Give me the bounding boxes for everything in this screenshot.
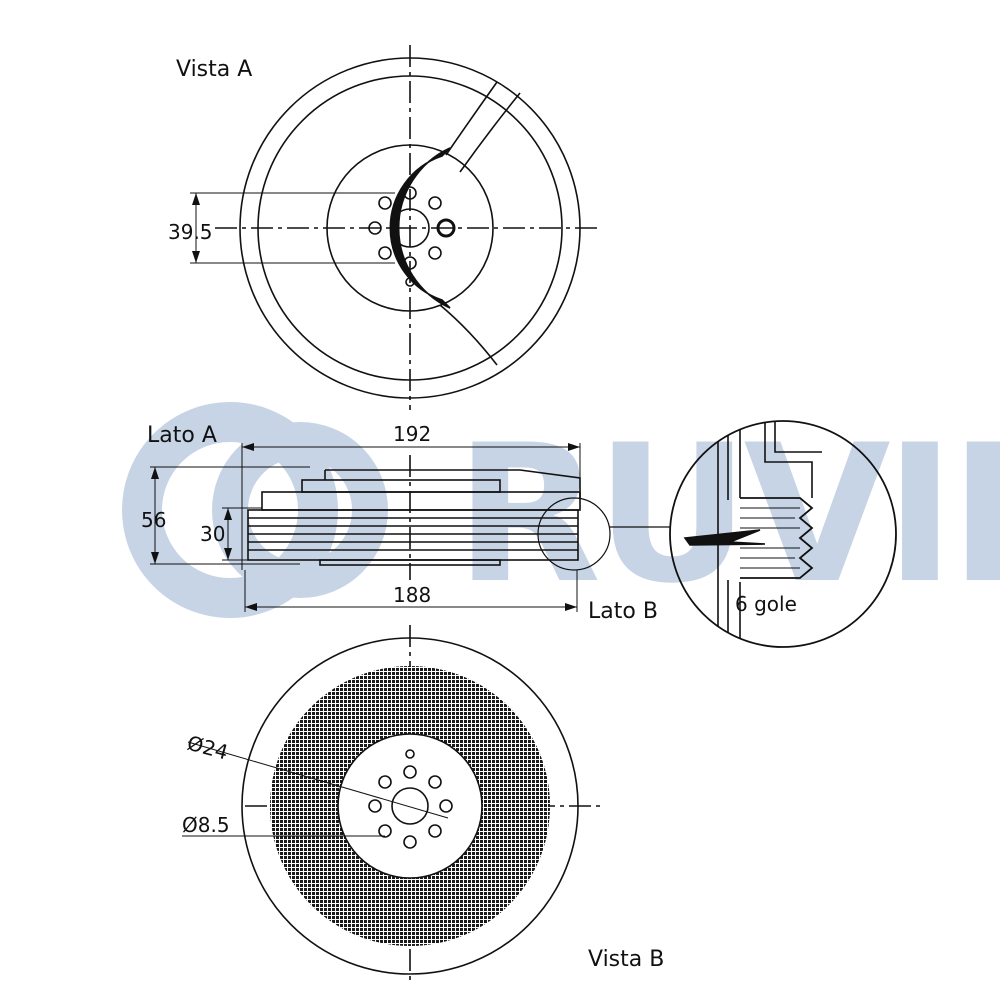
vista-b-hole xyxy=(439,799,453,813)
vista-a-cut-lower xyxy=(439,304,498,366)
arrow xyxy=(151,467,159,479)
vista-a-bore xyxy=(390,208,430,248)
vista-a-outer-circle xyxy=(239,57,581,399)
vista-a-hole-marked xyxy=(436,218,456,238)
vista-b-view xyxy=(182,625,600,985)
arrow xyxy=(568,443,580,451)
side-bottom-hub xyxy=(319,559,501,566)
vista-a-label: Vista A xyxy=(176,57,252,82)
dim-30-label: 30 xyxy=(200,522,225,546)
dim-bore-label: Ø24 xyxy=(185,731,231,765)
vista-b-hole xyxy=(428,775,442,789)
ruville-watermark: RUVILLE xyxy=(122,402,1000,625)
dim-bore-leader xyxy=(187,741,449,819)
arrow xyxy=(151,552,159,564)
arrow xyxy=(192,193,200,205)
vista-a-hub xyxy=(326,144,494,312)
vista-b-hole xyxy=(403,765,417,779)
dim-39-5-label: 39.5 xyxy=(168,220,213,244)
vista-b-outer-circle xyxy=(241,637,579,975)
vista-a-hole xyxy=(403,256,417,270)
arrow xyxy=(245,603,257,611)
dim-56-label: 56 xyxy=(141,508,166,532)
arrow xyxy=(192,251,200,263)
lato-a-label: Lato A xyxy=(147,423,217,448)
vista-a-hole xyxy=(428,196,442,210)
lato-b-label: Lato B xyxy=(588,599,658,624)
dim-192-label: 192 xyxy=(393,422,431,446)
vista-b-hole xyxy=(428,824,442,838)
dim-hole-label: Ø8.5 xyxy=(182,813,230,837)
vista-b-hole xyxy=(403,835,417,849)
vista-a-cut-upper xyxy=(445,81,498,156)
vista-a-inner-ring xyxy=(257,75,563,381)
vista-a-hole xyxy=(378,196,392,210)
detail-circle xyxy=(669,420,897,648)
vista-b-label: Vista B xyxy=(588,947,664,972)
arrow xyxy=(242,443,254,451)
detail-step-upper xyxy=(774,421,822,453)
arrow xyxy=(565,603,577,611)
drawing-lines xyxy=(150,45,897,985)
dimension-arrows xyxy=(151,193,580,611)
vista-a-hole xyxy=(403,186,417,200)
side-top-hub-outline xyxy=(325,469,581,498)
vista-a-hole xyxy=(378,246,392,260)
detail-callout-circle xyxy=(537,497,611,571)
lato-a-view xyxy=(150,443,670,612)
vista-a-view xyxy=(190,45,600,410)
vista-a-hole xyxy=(428,246,442,260)
vista-b-hub xyxy=(337,733,483,879)
grooves-label: 6 gole xyxy=(735,592,797,616)
arrow xyxy=(224,548,232,560)
vista-a-small-hole xyxy=(405,277,415,287)
vista-b-hole xyxy=(368,799,382,813)
dim-188-label: 188 xyxy=(393,583,431,607)
vista-b-bore xyxy=(391,787,429,825)
vista-b-hole xyxy=(378,775,392,789)
detail-groove-lines xyxy=(740,507,800,569)
vista-b-small-hole xyxy=(405,749,415,759)
vista-a-hole xyxy=(368,221,382,235)
vista-b-hole xyxy=(378,824,392,838)
arrow xyxy=(224,508,232,520)
vista-a-cut-upper-2 xyxy=(459,92,521,173)
detail-groove-profile xyxy=(740,497,814,579)
detail-section-mark xyxy=(683,529,766,546)
detail-step xyxy=(764,421,813,498)
